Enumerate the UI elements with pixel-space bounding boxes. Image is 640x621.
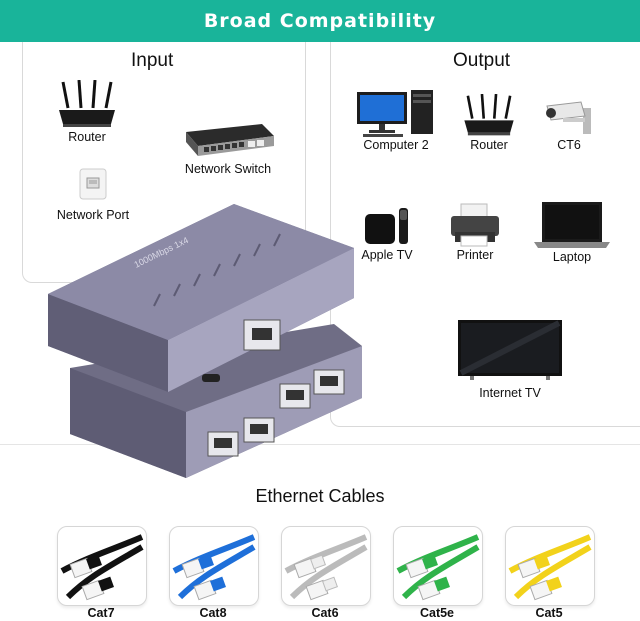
device-label: Router xyxy=(68,130,106,144)
ethernet-cable-icon xyxy=(508,534,592,601)
cable-label: Cat6 xyxy=(311,606,339,620)
banner-title: Broad Compatibility xyxy=(203,10,437,32)
device-label: CT6 xyxy=(557,138,581,152)
cables-title: Ethernet Cables xyxy=(255,486,385,506)
output-device-printer: Printer xyxy=(435,202,515,262)
device-label: Network Switch xyxy=(184,162,272,176)
apple-tv-icon xyxy=(365,208,408,244)
output-device-router: Router xyxy=(449,94,529,152)
device-label: Computer 2 xyxy=(363,138,429,152)
device-label: Printer xyxy=(456,248,494,262)
ethernet-cable-icon xyxy=(284,534,368,601)
cable-label: Cat5 xyxy=(535,606,563,620)
cable-card xyxy=(281,526,371,606)
laptop-icon xyxy=(534,202,610,248)
device-label: Router xyxy=(470,138,508,152)
ethernet-cable-icon xyxy=(172,534,256,601)
network-splitter-product: 1000Mbps 1x4 xyxy=(48,204,362,478)
input-title: Input xyxy=(131,50,174,71)
device-label: Internet TV xyxy=(479,386,541,400)
computer-icon xyxy=(357,90,433,137)
output-device-computer: Computer 2 xyxy=(351,90,441,152)
cable-card xyxy=(169,526,259,606)
tv-icon xyxy=(458,320,562,380)
cable-card xyxy=(393,526,483,606)
output-device-apple-tv: Apple TV xyxy=(347,206,427,262)
ethernet-cable-icon xyxy=(60,534,144,601)
input-device-port: Network Port xyxy=(43,168,143,222)
header-banner: Broad Compatibility xyxy=(0,0,640,42)
cable-label: Cat5e xyxy=(419,606,455,620)
cable-label: Cat8 xyxy=(199,606,227,620)
security-camera-icon xyxy=(546,101,591,134)
output-device-tv: Internet TV xyxy=(455,320,565,400)
cable-card xyxy=(57,526,147,606)
network-switch-icon xyxy=(186,124,274,156)
cable-label: Cat7 xyxy=(87,606,115,620)
output-panel: Output Computer 2 Router xyxy=(330,42,640,427)
device-label: Apple TV xyxy=(361,248,413,262)
output-device-laptop: Laptop xyxy=(527,200,617,264)
input-panel: Input Router Network Switch xyxy=(22,42,306,283)
input-device-router: Router xyxy=(41,80,133,144)
router-icon xyxy=(464,94,514,136)
output-device-camera: CT6 xyxy=(539,98,599,152)
device-label: Network Port xyxy=(56,208,130,222)
printer-icon xyxy=(451,203,499,247)
output-title: Output xyxy=(453,50,511,71)
section-divider xyxy=(0,444,640,445)
network-port-icon xyxy=(79,168,107,200)
ethernet-cable-icon xyxy=(396,534,480,601)
device-label: Laptop xyxy=(552,250,592,264)
input-device-switch: Network Switch xyxy=(173,118,283,176)
router-icon xyxy=(59,80,115,127)
cable-card xyxy=(505,526,595,606)
